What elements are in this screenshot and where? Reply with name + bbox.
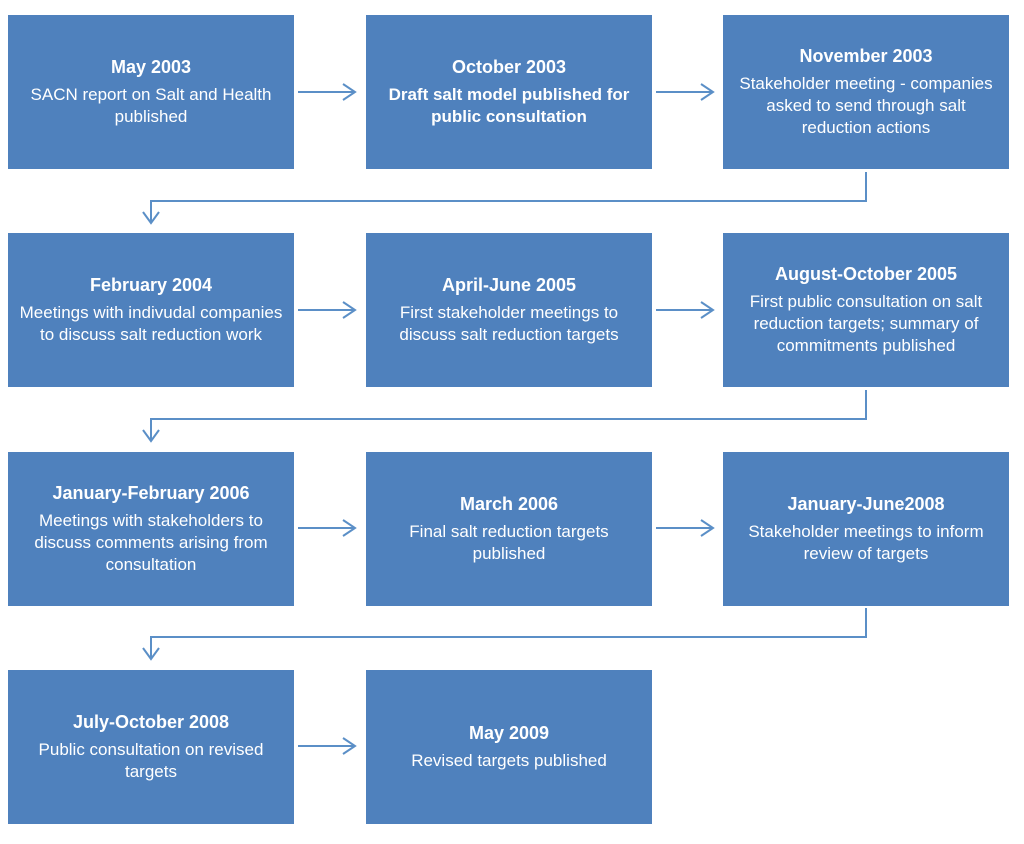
step-box-may-2009: May 2009 Revised targets published xyxy=(366,670,652,824)
step-date: May 2009 xyxy=(468,723,550,743)
step-date: April-June 2005 xyxy=(441,275,577,295)
step-box-may-2003: May 2003 SACN report on Salt and Health … xyxy=(8,15,294,169)
step-description: Final salt reduction targets published xyxy=(409,522,609,563)
step-date: August-October 2005 xyxy=(774,264,958,284)
step-box-july-october-2008: July-October 2008 Public consultation on… xyxy=(8,670,294,824)
right-arrow-icon xyxy=(656,83,715,101)
step-description: Draft salt model published for public co… xyxy=(388,85,630,126)
step-date: July-October 2008 xyxy=(72,712,230,732)
step-date: October 2003 xyxy=(451,57,567,77)
step-box-november-2003: November 2003 Stakeholder meeting - comp… xyxy=(723,15,1009,169)
step-date: November 2003 xyxy=(799,46,933,66)
step-description: First public consultation on salt reduct… xyxy=(749,292,983,355)
step-description: First stakeholder meetings to discuss sa… xyxy=(399,303,619,344)
step-description: SACN report on Salt and Health published xyxy=(30,85,272,126)
step-description: Meetings with stakeholders to discuss co… xyxy=(34,511,268,574)
step-box-january-june-2008: January-June2008 Stakeholder meetings to… xyxy=(723,452,1009,606)
step-box-march-2006: March 2006 Final salt reduction targets … xyxy=(366,452,652,606)
step-date: February 2004 xyxy=(89,275,213,295)
elbow-down-arrow-icon xyxy=(142,172,867,225)
step-box-april-june-2005: April-June 2005 First stakeholder meetin… xyxy=(366,233,652,387)
right-arrow-icon xyxy=(298,301,357,319)
step-box-october-2003: October 2003 Draft salt model published … xyxy=(366,15,652,169)
elbow-down-arrow-icon xyxy=(142,390,867,443)
step-date: March 2006 xyxy=(459,494,559,514)
right-arrow-icon xyxy=(298,519,357,537)
step-description: Public consultation on revised targets xyxy=(38,740,264,781)
elbow-down-arrow-icon xyxy=(142,608,867,661)
step-description: Stakeholder meeting - companies asked to… xyxy=(739,74,993,137)
step-box-january-february-2006: January-February 2006 Meetings with stak… xyxy=(8,452,294,606)
step-box-august-october-2005: August-October 2005 First public consult… xyxy=(723,233,1009,387)
right-arrow-icon xyxy=(656,519,715,537)
step-date: January-February 2006 xyxy=(52,483,250,503)
step-description: Meetings with indivudal companies to dis… xyxy=(19,303,283,344)
step-description: Revised targets published xyxy=(411,751,607,770)
right-arrow-icon xyxy=(298,83,357,101)
right-arrow-icon xyxy=(656,301,715,319)
step-date: January-June2008 xyxy=(787,494,945,514)
step-box-february-2004: February 2004 Meetings with indivudal co… xyxy=(8,233,294,387)
step-description: Stakeholder meetings to inform review of… xyxy=(748,522,984,563)
right-arrow-icon xyxy=(298,737,357,755)
step-date: May 2003 xyxy=(110,57,192,77)
